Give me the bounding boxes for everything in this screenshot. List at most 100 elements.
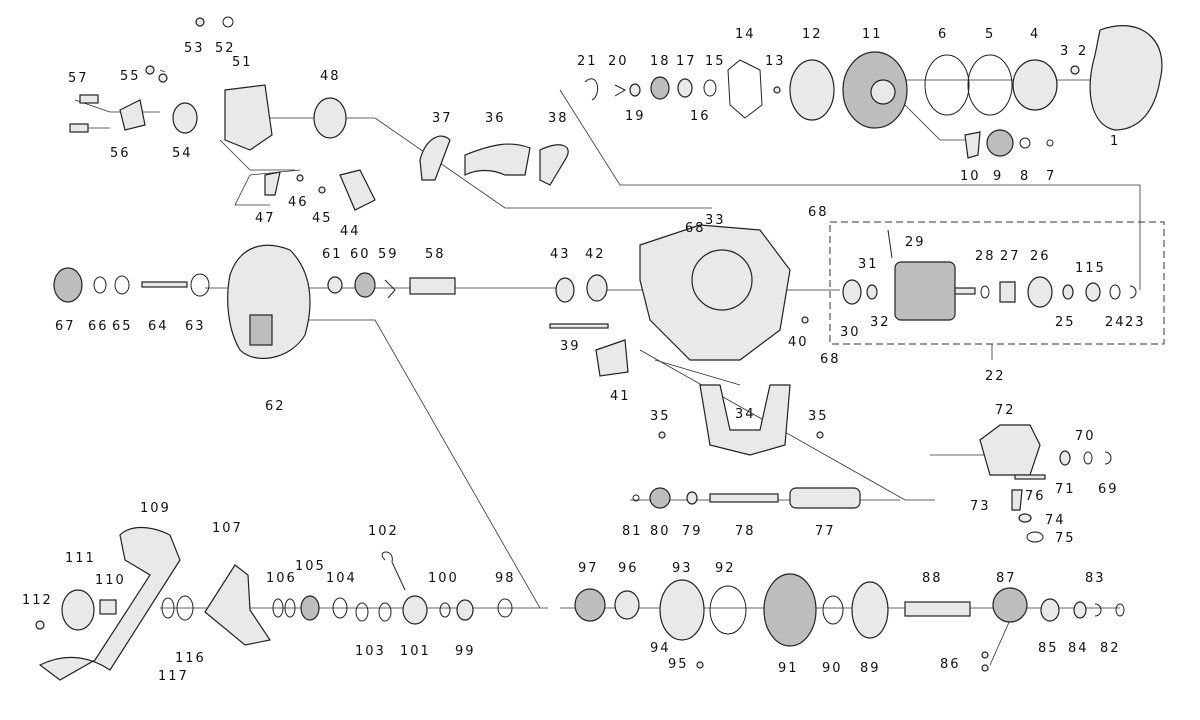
clip-20	[614, 84, 627, 97]
ring-4	[1012, 59, 1058, 111]
label-68a: 68	[685, 221, 706, 236]
label-95: 95	[668, 657, 689, 672]
label-116: 116	[175, 651, 206, 666]
part-labels: 1 2 3 4 5 6 7 8 9 10 11 12 13 14 15 16 1…	[22, 27, 1146, 684]
label-12: 12	[802, 27, 823, 42]
label-100: 100	[428, 571, 459, 586]
label-13: 13	[765, 54, 786, 69]
thumb-bar-36	[464, 143, 531, 176]
part-27	[999, 281, 1016, 303]
ring-82	[1115, 603, 1125, 617]
side-plate-62	[227, 244, 311, 359]
ring-75	[1026, 531, 1044, 543]
label-28: 28	[975, 249, 996, 264]
label-76: 76	[1025, 489, 1046, 504]
washer-100	[439, 602, 451, 618]
label-117: 117	[158, 669, 189, 684]
label-105: 105	[295, 559, 326, 574]
spring-21	[584, 78, 599, 101]
part-76	[1014, 474, 1046, 480]
label-6: 6	[938, 27, 948, 42]
part-10	[964, 131, 981, 159]
label-36: 36	[485, 111, 506, 126]
label-99: 99	[455, 644, 476, 659]
label-3: 3	[1060, 44, 1070, 59]
bearing-30	[842, 279, 862, 305]
label-74: 74	[1045, 513, 1066, 528]
screw-53	[195, 17, 205, 27]
washer-70	[1083, 451, 1093, 465]
label-27: 27	[1000, 249, 1021, 264]
screw-86a	[981, 651, 989, 659]
bearing-17	[677, 78, 693, 98]
label-68c: 68	[820, 352, 841, 367]
label-46: 46	[288, 195, 309, 210]
spring-102	[381, 551, 406, 591]
label-22: 22	[985, 369, 1006, 384]
label-63: 63	[185, 319, 206, 334]
washer-8	[1019, 137, 1031, 149]
label-84: 84	[1068, 641, 1089, 656]
subassembly-box-22	[829, 221, 1165, 345]
label-32: 32	[870, 315, 891, 330]
part-25	[1062, 284, 1074, 300]
washer-117	[161, 597, 175, 619]
washer-106b	[284, 598, 296, 618]
gear-91	[763, 573, 817, 647]
label-88: 88	[922, 571, 943, 586]
washer-92	[709, 585, 747, 635]
ring-12	[789, 59, 835, 121]
part-73	[1011, 489, 1023, 511]
label-82: 82	[1100, 641, 1121, 656]
plate-51	[224, 84, 273, 151]
screw-7	[1046, 139, 1054, 147]
spool-26	[894, 261, 956, 321]
label-91: 91	[778, 661, 799, 676]
label-66: 66	[88, 319, 109, 334]
label-23: 23	[1125, 315, 1146, 330]
label-64: 64	[148, 319, 169, 334]
pin-39	[549, 323, 609, 329]
label-21: 21	[577, 54, 598, 69]
part-44	[339, 169, 376, 211]
washer-24	[1109, 284, 1121, 300]
bearing-115	[1085, 282, 1101, 302]
label-24: 24	[1105, 315, 1126, 330]
clip-59	[384, 279, 396, 299]
sleeve-96	[614, 590, 640, 620]
screw-45	[318, 186, 326, 194]
label-75: 75	[1055, 531, 1076, 546]
part-79	[686, 491, 698, 505]
part-56	[119, 99, 146, 131]
screw-35b	[816, 431, 824, 439]
part-47	[264, 171, 281, 196]
screw-2	[1070, 65, 1080, 75]
part-54	[172, 102, 198, 134]
part-42	[586, 274, 608, 302]
screw-112	[35, 620, 45, 630]
gear-87	[992, 587, 1028, 623]
star-drag-107	[204, 564, 271, 646]
part-61	[327, 276, 343, 294]
nut-110	[99, 599, 117, 615]
label-81: 81	[622, 524, 643, 539]
label-70: 70	[1075, 429, 1096, 444]
label-44: 44	[340, 224, 361, 239]
label-111: 111	[65, 551, 96, 566]
label-78: 78	[735, 524, 756, 539]
label-101: 101	[400, 644, 431, 659]
label-68b: 68	[808, 205, 829, 220]
label-53: 53	[184, 41, 205, 56]
label-73: 73	[970, 499, 991, 514]
label-56: 56	[110, 146, 131, 161]
label-107: 107	[212, 521, 243, 536]
label-52: 52	[215, 41, 236, 56]
part-31	[866, 284, 878, 300]
label-60: 60	[350, 247, 371, 262]
label-93: 93	[672, 561, 693, 576]
label-34: 34	[735, 407, 756, 422]
washer-15	[703, 79, 717, 97]
spring-46	[296, 174, 304, 182]
part-41	[595, 339, 629, 377]
label-48: 48	[320, 69, 341, 84]
